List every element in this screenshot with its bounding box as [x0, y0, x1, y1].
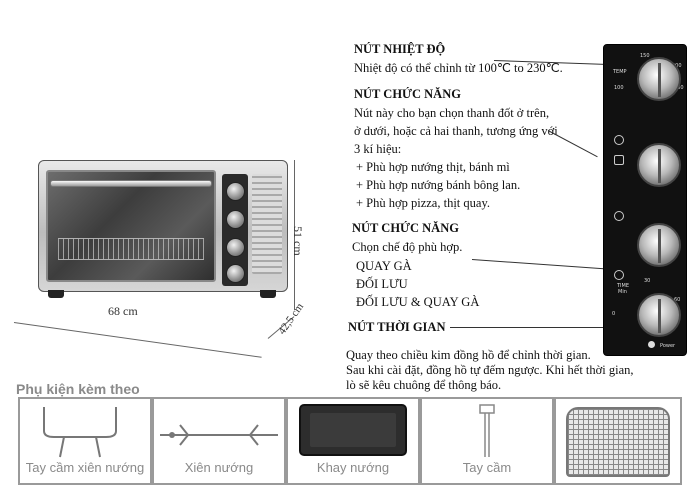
- tray-handle-icon: [479, 404, 495, 457]
- depth-dimension: 42,5 cm: [276, 300, 307, 337]
- timer-tick-label: 0: [612, 311, 616, 317]
- mode-option: ĐỐI LƯU: [356, 277, 408, 291]
- heating-function-knob[interactable]: [637, 143, 681, 187]
- flame-icon: [614, 135, 624, 145]
- width-dimension-line: [13, 322, 262, 358]
- temperature-title: NÚT NHIỆT ĐỘ: [354, 42, 446, 56]
- accessory-wire-rack: [554, 397, 682, 485]
- timer-leader-line: [450, 327, 604, 328]
- temp-tick-label: 100: [614, 85, 624, 91]
- clock-icon: [614, 270, 624, 280]
- accessory-skewer: Xiên nướng: [152, 397, 286, 485]
- timer-knob[interactable]: [637, 293, 681, 337]
- heating-option: + Phù hợp nướng thịt, bánh mì: [356, 160, 510, 174]
- heating-function-desc: 3 kí hiệu:: [354, 142, 402, 156]
- timer-desc: lò sẽ kêu chuông để thông báo.: [346, 378, 502, 392]
- mode-function-title: NÚT CHỨC NĂNG: [352, 221, 459, 235]
- accessory-tray-handle: Tay cầm: [420, 397, 554, 485]
- mode-function-leader-line: [471, 259, 604, 270]
- oven-knob: [226, 210, 245, 229]
- power-label: Power: [660, 343, 676, 349]
- timer-tick-label: 60: [674, 297, 681, 303]
- timer-desc: Quay theo chiều kim đồng hồ để chỉnh thờ…: [346, 348, 591, 362]
- accessory-label: Xiên nướng: [184, 460, 254, 475]
- temperature-desc: Nhiệt độ có thể chỉnh từ 100℃ to 230℃.: [354, 61, 563, 75]
- control-panel: TEMP 100 150 200 230 TIME Min 0 30 60 Po…: [603, 44, 687, 356]
- accessory-rotisserie-handle: Tay cầm xiên nướng: [18, 397, 152, 485]
- baking-tray-icon: [299, 404, 407, 456]
- timer-tick-label: Min: [618, 289, 627, 295]
- timer-desc: Sau khi cài đặt, đồng hồ tự đếm ngược. K…: [346, 363, 634, 377]
- timer-title: NÚT THỜI GIAN: [348, 320, 446, 334]
- mode-function-desc: Chọn chế độ phù hợp.: [352, 240, 463, 254]
- accessory-label: Tay cầm: [462, 460, 512, 475]
- temp-tick-label: 150: [640, 53, 650, 59]
- height-dimension-line: [294, 160, 295, 310]
- oven-knob: [226, 238, 245, 257]
- wire-rack-icon: [566, 407, 670, 477]
- heating-element-icon: [614, 155, 624, 165]
- accessories-title: Phụ kiện kèm theo: [16, 381, 140, 397]
- timer-tick-label: TIME: [617, 283, 630, 289]
- heating-function-leader-line: [547, 130, 598, 158]
- temperature-knob[interactable]: [637, 57, 681, 101]
- mode-option: ĐỐI LƯU & QUAY GÀ: [356, 295, 480, 309]
- skewer-icon: [160, 424, 278, 446]
- mode-option: QUAY GÀ: [356, 259, 412, 273]
- accessory-label: Tay cầm xiên nướng: [25, 460, 145, 475]
- oven-knob: [226, 264, 245, 283]
- temp-tick-label: TEMP: [613, 69, 627, 75]
- heating-option: + Phù hợp pizza, thịt quay.: [356, 196, 491, 210]
- fan-icon: [614, 211, 624, 221]
- accessory-baking-tray: Khay nướng: [286, 397, 420, 485]
- oven-rack: [58, 238, 204, 260]
- heating-function-desc: Nút này cho bạn chọn thanh đốt ở trên,: [354, 106, 550, 120]
- oven-door-handle: [50, 180, 212, 187]
- oven-foot: [48, 290, 64, 298]
- accessory-label: Khay nướng: [316, 460, 390, 475]
- oven-door: [46, 170, 216, 282]
- width-dimension: 68 cm: [108, 304, 138, 318]
- power-indicator-light: [648, 341, 655, 348]
- rotisserie-handle-icon: [43, 407, 117, 458]
- oven-foot: [260, 290, 276, 298]
- oven-knob: [226, 182, 245, 201]
- heating-function-title: NÚT CHỨC NĂNG: [354, 87, 461, 101]
- heating-function-desc: ở dưới, hoặc cả hai thanh, tương ứng với: [354, 124, 558, 138]
- oven-vent: [252, 174, 282, 274]
- height-dimension: 51 cm: [291, 226, 305, 256]
- timer-tick-label: 30: [644, 278, 651, 284]
- heating-option: + Phù hợp nướng bánh bông lan.: [356, 178, 521, 192]
- mode-function-knob[interactable]: [637, 223, 681, 267]
- oven-illustration: [38, 160, 288, 300]
